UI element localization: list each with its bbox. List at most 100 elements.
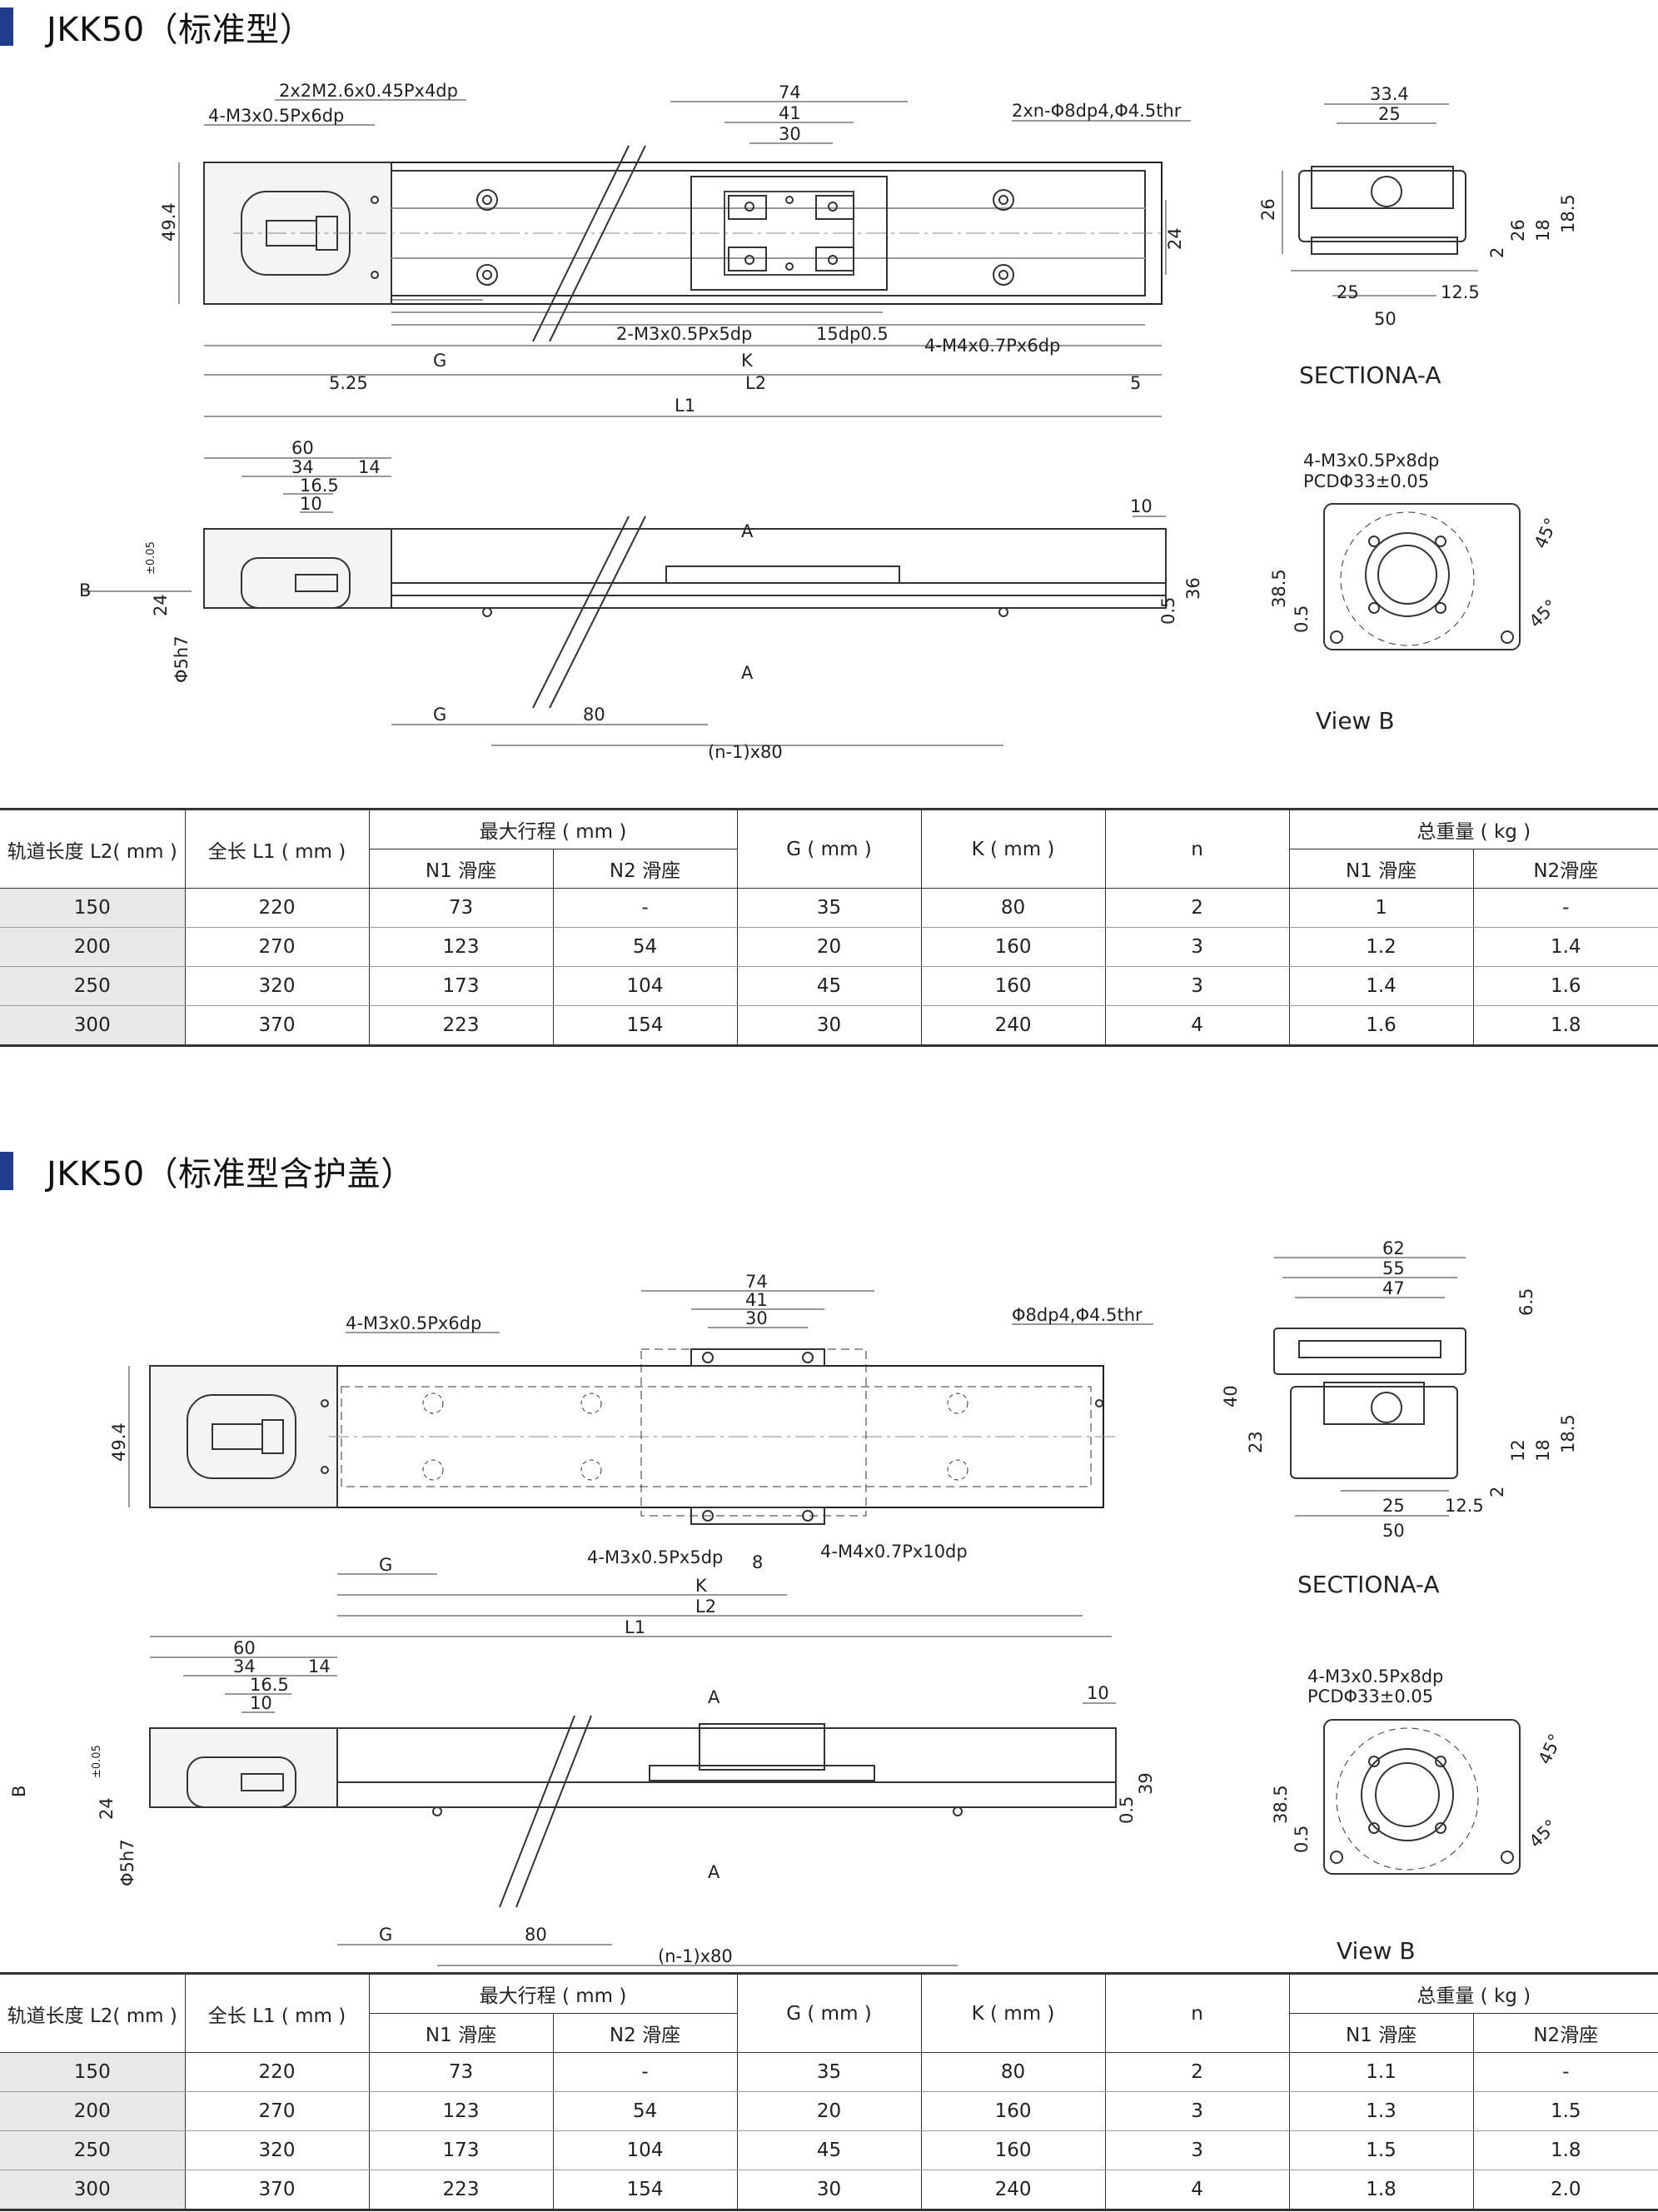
dim: 38.5 (1271, 1785, 1291, 1824)
table-cell: 270 (185, 927, 370, 967)
table-cell: 2.0 (1473, 2170, 1658, 2210)
col-total-length: 全长 L1 ( mm ) (185, 1973, 370, 2053)
dim: 23 (1246, 1431, 1266, 1453)
table-cell: 73 (369, 888, 554, 928)
dim: 30 (745, 1308, 768, 1328)
table-cell: 4 (1105, 1005, 1290, 1046)
table-cell: 54 (553, 927, 738, 967)
spec-table-2: 轨道长度 L2( mm ) 全长 L1 ( mm ) 最大行程 ( mm ) G… (0, 1972, 1658, 2211)
callout: 2-M3x0.5Px5dp (616, 324, 752, 344)
callout: PCDΦ33±0.05 (1307, 1686, 1433, 1706)
section-a-label: SECTIONA-A (1299, 361, 1441, 389)
dim: 55 (1382, 1258, 1405, 1278)
dim: 45° (1531, 515, 1561, 551)
table-cell: 80 (921, 2052, 1106, 2092)
table-cell: 1.5 (1289, 2130, 1474, 2170)
col-rail-length: 轨道长度 L2( mm ) (0, 809, 186, 889)
table-cell: 220 (185, 2052, 370, 2092)
callout: 4-M3x0.5Px8dp (1307, 1666, 1443, 1686)
section-a-label: SECTIONA-A (1297, 1571, 1440, 1598)
table-cell: 160 (921, 966, 1106, 1006)
section2-title: JKK50（标准型含护盖） (47, 1155, 415, 1193)
dim: 34 (291, 457, 314, 477)
table-cell: 1.5 (1473, 2091, 1658, 2131)
callout: 4-M4x0.7Px6dp (924, 336, 1060, 356)
col-weight: 总重量 ( kg ) (1289, 809, 1658, 849)
table-cell: 45 (737, 966, 922, 1006)
dim: 49.4 (159, 202, 179, 242)
table-cell: 1.2 (1289, 927, 1474, 967)
dim: 18.5 (1558, 1414, 1578, 1453)
table-cell: 1.4 (1289, 966, 1474, 1006)
dim: 60 (233, 1638, 256, 1658)
col-max-stroke: 最大行程 ( mm ) (369, 809, 738, 849)
callout: 4-M3x0.5Px6dp (208, 106, 344, 126)
table-cell: 2 (1105, 888, 1290, 928)
dim: G (433, 705, 446, 725)
table-cell: - (1473, 2052, 1658, 2092)
table-cell: - (1473, 888, 1658, 928)
dim: 25 (1382, 1496, 1405, 1516)
table-cell: 4 (1105, 2170, 1290, 2210)
col-stroke-n2: N2 滑座 (553, 2013, 738, 2053)
dim: 24 (1165, 227, 1185, 250)
dim: 6.5 (1516, 1288, 1536, 1316)
section1-drawing: 2x2M2.6x0.45Px4dp 4-M3x0.5Px6dp 2xn-Φ8dp… (0, 75, 1658, 783)
section1-heading: JKK50（标准型） (0, 5, 314, 49)
table-cell: 220 (185, 888, 370, 928)
table-cell: 3 (1105, 2091, 1290, 2131)
table-cell: 250 (0, 2130, 186, 2170)
callout: PCDΦ33±0.05 (1303, 471, 1429, 491)
table-cell: 370 (185, 2170, 370, 2210)
spec-table-1: 轨道长度 L2( mm ) 全长 L1 ( mm ) 最大行程 ( mm ) G… (0, 808, 1658, 1047)
dim: 16.5 (250, 1675, 289, 1695)
dim: 24 (97, 1797, 117, 1820)
col-k: K ( mm ) (921, 1973, 1106, 2053)
dim: 25 (1337, 282, 1359, 302)
table-cell: 173 (369, 2130, 554, 2170)
dim: 41 (745, 1290, 768, 1310)
table-cell: 270 (185, 2091, 370, 2131)
table-cell: 1.6 (1473, 966, 1658, 1006)
col-weight-n2: N2滑座 (1473, 849, 1658, 889)
callout: 8 (752, 1552, 763, 1572)
view-b-label: View B (1337, 1937, 1416, 1965)
col-total-length: 全长 L1 ( mm ) (185, 809, 370, 889)
dim: G (433, 351, 446, 371)
section1-title: JKK50（标准型） (47, 11, 314, 49)
dim: 50 (1382, 1521, 1405, 1541)
table-cell: 160 (921, 2130, 1106, 2170)
dim: 14 (308, 1657, 331, 1676)
dim: B (9, 1786, 29, 1797)
table-cell: 154 (553, 2170, 738, 2210)
col-max-stroke: 最大行程 ( mm ) (369, 1973, 738, 2014)
table-cell: 1.8 (1473, 2130, 1658, 2170)
dim: B (79, 580, 91, 600)
col-stroke-n2: N2 滑座 (553, 849, 738, 889)
dim: 80 (525, 1925, 547, 1945)
table-cell: 240 (921, 2170, 1106, 2210)
table-cell: 1 (1289, 888, 1474, 928)
col-n: n (1105, 1973, 1290, 2053)
dim: 5.25 (329, 373, 368, 393)
view-b: 4-M3x0.5Px8dp PCDΦ33±0.05 38.5 0.5 45° 4… (1269, 451, 1561, 735)
dim: L1 (625, 1617, 645, 1637)
dim: (n-1)x80 (658, 1946, 733, 1966)
table-cell: 20 (737, 927, 922, 967)
col-n: n (1105, 809, 1290, 889)
table-cell: 123 (369, 2091, 554, 2131)
side-view: 60 34 14 16.5 10 10 B 24 ±0.05 Φ5h7 A A … (79, 438, 1203, 762)
table-cell: 73 (369, 2052, 554, 2092)
callout: 4-M4x0.7Px10dp (820, 1542, 968, 1562)
dim: 25 (1378, 104, 1401, 124)
table-cell: - (553, 2052, 738, 2092)
dim: 10 (300, 494, 322, 514)
dim: 10 (1130, 496, 1153, 516)
callout: 4-M3x0.5Px8dp (1303, 451, 1439, 471)
dim: 33.4 (1370, 84, 1409, 104)
table-cell: 223 (369, 1005, 554, 1046)
dim: Φ5h7 (117, 1839, 137, 1886)
